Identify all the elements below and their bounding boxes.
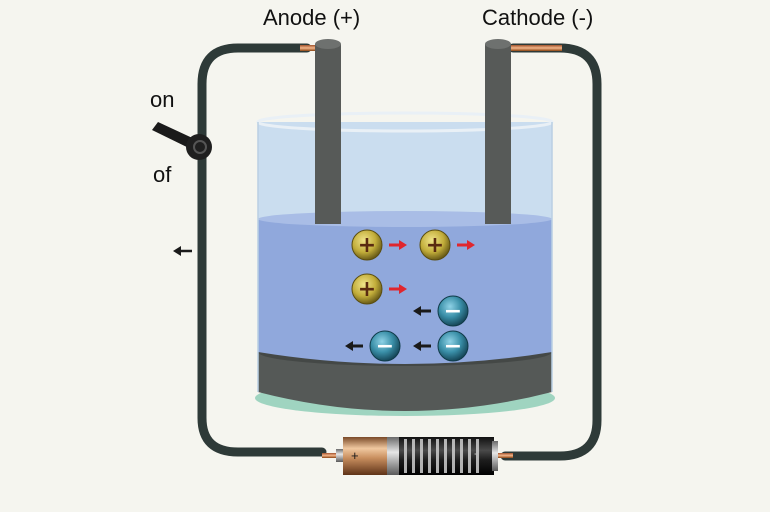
ions-layer: + + + − − − <box>345 229 475 362</box>
cation-arrow <box>389 240 407 250</box>
current-direction-arrow <box>173 246 192 256</box>
cation-ion: + <box>351 229 383 261</box>
battery-wire-right <box>497 453 513 458</box>
battery-stripe <box>444 439 447 473</box>
switch-on-label: on <box>150 87 175 112</box>
battery-stripe <box>420 439 423 473</box>
battery-stripe <box>412 439 415 473</box>
battery-stripe <box>468 439 471 473</box>
anion-arrow <box>413 341 431 351</box>
electrolyte <box>258 220 552 364</box>
anion-symbol: − <box>376 334 394 359</box>
anode-label: Anode (+) <box>263 5 361 30</box>
switch[interactable] <box>152 122 212 160</box>
switch-pivot <box>186 134 212 160</box>
battery <box>322 437 513 475</box>
cation-symbol: + <box>358 277 376 302</box>
battery-negative-cap <box>492 441 498 471</box>
cation-symbol: + <box>426 233 444 258</box>
battery-stripes <box>404 439 479 473</box>
battery-band <box>387 437 399 475</box>
anion-symbol: − <box>444 334 462 359</box>
battery-stripe <box>428 439 431 473</box>
battery-stripe <box>436 439 439 473</box>
cation-arrow <box>389 284 407 294</box>
cathode-wire-tip <box>502 45 562 51</box>
switch-off-label: of <box>153 162 172 187</box>
anion-arrow <box>345 341 363 351</box>
battery-stripe <box>476 439 479 473</box>
battery-copper-body <box>343 437 387 475</box>
circuit-wire <box>197 43 602 461</box>
battery-stripe <box>404 439 407 473</box>
cation-ion: + <box>351 273 383 305</box>
battery-stripe <box>452 439 455 473</box>
anion-arrow <box>413 306 431 316</box>
anode-electrode <box>315 39 341 224</box>
cation-arrow <box>457 240 475 250</box>
battery-positive-sign: + <box>351 448 359 463</box>
anion-symbol: − <box>444 299 462 324</box>
anion-ion: − <box>437 330 469 362</box>
battery-negative-sign: - <box>474 446 478 460</box>
battery-wire-left <box>322 453 338 458</box>
cation-ion: + <box>419 229 451 261</box>
anion-ion: − <box>437 295 469 327</box>
cation-symbol: + <box>358 233 376 258</box>
anion-ion: − <box>369 330 401 362</box>
battery-positive-terminal <box>336 449 344 462</box>
cathode-electrode <box>485 39 511 224</box>
cathode-label: Cathode (-) <box>482 5 594 30</box>
anode-wire-tip <box>300 45 318 51</box>
battery-stripe <box>460 439 463 473</box>
